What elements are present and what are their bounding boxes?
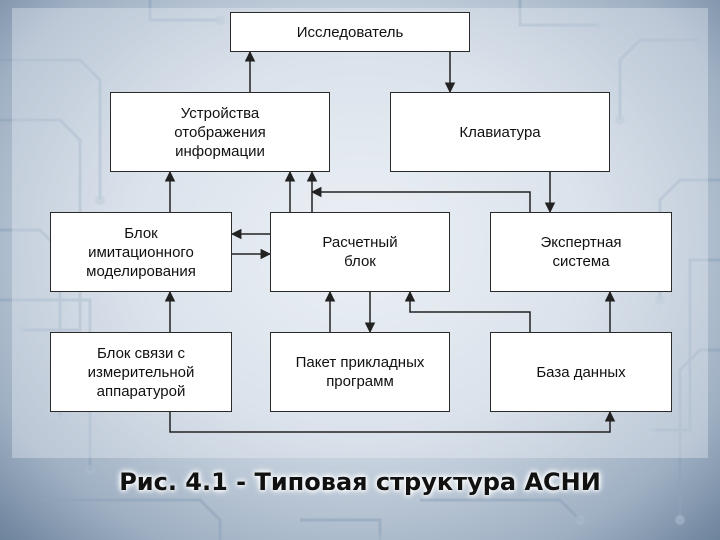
arrow-interface-to-database xyxy=(169,410,616,433)
computing-block-box: Расчетный блок xyxy=(270,212,450,292)
keyboard-box: Клавиатура xyxy=(390,92,610,172)
software-package-box: Пакет прикладных программ xyxy=(270,332,450,412)
researcher-box: Исследователь xyxy=(230,12,470,52)
figure-caption: Рис. 4.1 - Типовая структура АСНИ xyxy=(119,468,601,496)
display-devices-box: Устройства отображения информации xyxy=(110,92,330,172)
arrow-expert-to-display xyxy=(310,186,531,212)
expert-system-box: Экспертная система xyxy=(490,212,672,292)
simulation-block-box: Блок имитационного моделирования xyxy=(50,212,232,292)
database-box: База данных xyxy=(490,332,672,412)
interface-block-box: Блок связи с измерительной аппаратурой xyxy=(50,332,232,412)
arrow-database-to-computing xyxy=(404,290,531,332)
